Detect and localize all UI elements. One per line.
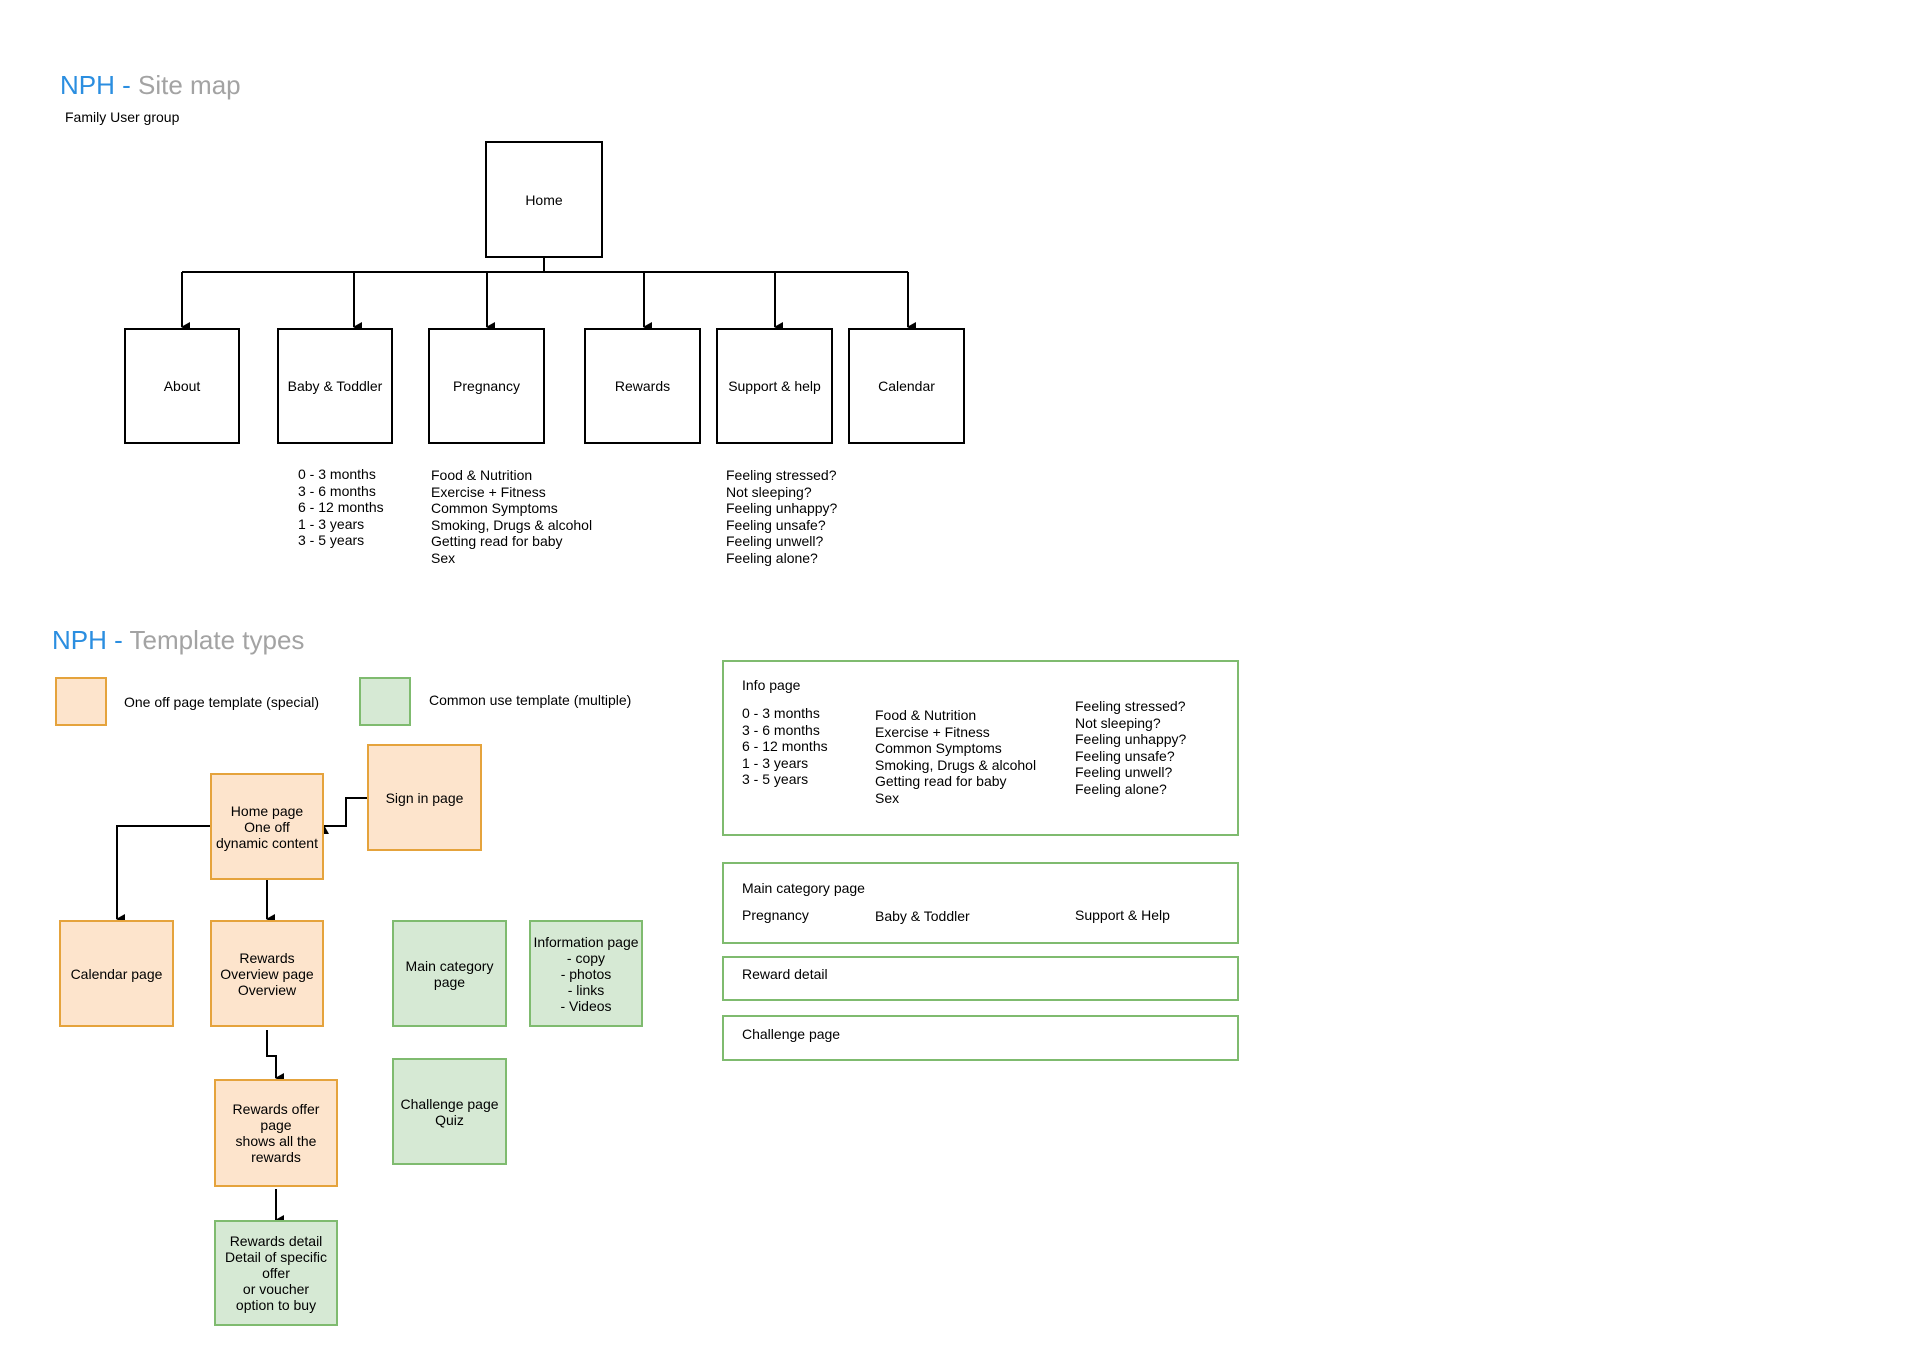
list-item: 3 - 5 years bbox=[742, 771, 809, 787]
list-item: 1 - 3 years bbox=[742, 754, 809, 771]
info-col-pregnancy: Food & Nutrition Exercise + Fitness Comm… bbox=[875, 707, 1036, 806]
home-page-template[interactable]: Home page One off dynamic content bbox=[210, 773, 324, 880]
main-category-template[interactable]: Main category page bbox=[392, 920, 507, 1027]
panel-title: Main category page bbox=[742, 880, 865, 896]
calendar-page-template[interactable]: Calendar page bbox=[59, 920, 174, 1027]
list-item: Feeling alone? bbox=[1075, 780, 1167, 797]
list-item: Feeling unwell? bbox=[726, 533, 824, 549]
list-item: Getting read for baby bbox=[431, 533, 563, 549]
support-help-list: Feeling stressed? Not sleeping? Feeling … bbox=[726, 467, 837, 566]
pregnancy-node[interactable]: Pregnancy bbox=[428, 328, 545, 444]
pregnancy-list: Food & Nutrition Exercise + Fitness Comm… bbox=[431, 467, 592, 566]
templates-title: NPH - Template types bbox=[52, 625, 305, 655]
home-node[interactable]: Home bbox=[485, 141, 603, 258]
list-item: Feeling unsafe? bbox=[726, 516, 826, 533]
calendar-node[interactable]: Calendar bbox=[848, 328, 965, 444]
legend-oneoff-swatch bbox=[55, 677, 107, 726]
rewards-overview-template[interactable]: Rewards Overview page Overview bbox=[210, 920, 324, 1027]
list-item: Getting read for baby bbox=[875, 773, 1007, 789]
info-page-panel: Info page 0 - 3 months 3 - 6 months 6 - … bbox=[722, 660, 1239, 836]
about-node[interactable]: About bbox=[124, 328, 240, 444]
sitemap-title: NPH - Site map bbox=[60, 70, 241, 100]
challenge-page-template[interactable]: Challenge page Quiz bbox=[392, 1058, 507, 1165]
panel-item: Pregnancy bbox=[742, 907, 809, 923]
list-item: Feeling unsafe? bbox=[1075, 747, 1175, 764]
panel-title: Challenge page bbox=[742, 1026, 841, 1042]
main-category-panel: Main category page Pregnancy Baby & Todd… bbox=[722, 862, 1239, 944]
list-item: Not sleeping? bbox=[1075, 714, 1161, 731]
panel-item: Baby & Toddler bbox=[875, 908, 970, 924]
list-item: 6 - 12 months bbox=[298, 499, 384, 515]
list-item: Smoking, Drugs & alcohol bbox=[875, 756, 1037, 773]
list-item: Exercise + Fitness bbox=[875, 723, 990, 740]
list-item: 3 - 5 years bbox=[298, 532, 365, 548]
list-item: 3 - 6 months bbox=[742, 721, 820, 738]
support-help-node[interactable]: Support & help bbox=[716, 328, 833, 444]
panel-title: Info page bbox=[742, 677, 801, 693]
panel-title: Reward detail bbox=[742, 966, 828, 982]
list-item: 0 - 3 months bbox=[742, 705, 820, 721]
list-item: 6 - 12 months bbox=[742, 738, 828, 754]
list-item: Feeling stressed? bbox=[726, 467, 837, 483]
information-page-template[interactable]: Information page - copy - photos - links… bbox=[529, 920, 643, 1027]
baby-toddler-list: 0 - 3 months 3 - 6 months 6 - 12 months … bbox=[298, 466, 384, 549]
baby-toddler-node[interactable]: Baby & Toddler bbox=[277, 328, 393, 444]
list-item: 3 - 6 months bbox=[298, 482, 376, 499]
legend-oneoff-label: One off page template (special) bbox=[124, 694, 320, 710]
info-col-support: Feeling stressed? Not sleeping? Feeling … bbox=[1075, 698, 1186, 797]
list-item: Feeling unwell? bbox=[1075, 764, 1173, 780]
list-item: Common Symptoms bbox=[431, 500, 558, 516]
panel-item: Support & Help bbox=[1075, 907, 1170, 923]
list-item: Feeling stressed? bbox=[1075, 698, 1186, 714]
list-item: Not sleeping? bbox=[726, 483, 812, 500]
sitemap-subtitle: Family User group bbox=[65, 109, 180, 125]
list-item: 0 - 3 months bbox=[298, 466, 376, 482]
list-item: Sex bbox=[875, 789, 900, 806]
sign-in-page-template[interactable]: Sign in page bbox=[367, 744, 482, 851]
list-item: 1 - 3 years bbox=[298, 515, 365, 532]
list-item: Food & Nutrition bbox=[875, 707, 977, 723]
rewards-node[interactable]: Rewards bbox=[584, 328, 701, 444]
reward-detail-panel: Reward detail bbox=[722, 956, 1239, 1001]
template-connectors bbox=[116, 797, 368, 1225]
list-item: Feeling unhappy? bbox=[1075, 731, 1187, 747]
list-item: Feeling unhappy? bbox=[726, 500, 838, 516]
legend-common-swatch bbox=[359, 677, 411, 726]
rewards-offer-template[interactable]: Rewards offer page shows all the rewards bbox=[214, 1079, 338, 1187]
list-item: Feeling alone? bbox=[726, 549, 818, 566]
challenge-panel: Challenge page bbox=[722, 1015, 1239, 1061]
list-item: Common Symptoms bbox=[875, 740, 1002, 756]
rewards-detail-template[interactable]: Rewards detail Detail of specific offer … bbox=[214, 1220, 338, 1326]
list-item: Sex bbox=[431, 549, 456, 566]
list-item: Exercise + Fitness bbox=[431, 483, 546, 500]
info-col-ages: 0 - 3 months 3 - 6 months 6 - 12 months … bbox=[742, 705, 828, 788]
sitemap-connectors bbox=[181, 258, 916, 332]
list-item: Smoking, Drugs & alcohol bbox=[431, 516, 593, 533]
legend-common-label: Common use template (multiple) bbox=[429, 692, 632, 708]
list-item: Food & Nutrition bbox=[431, 467, 533, 483]
